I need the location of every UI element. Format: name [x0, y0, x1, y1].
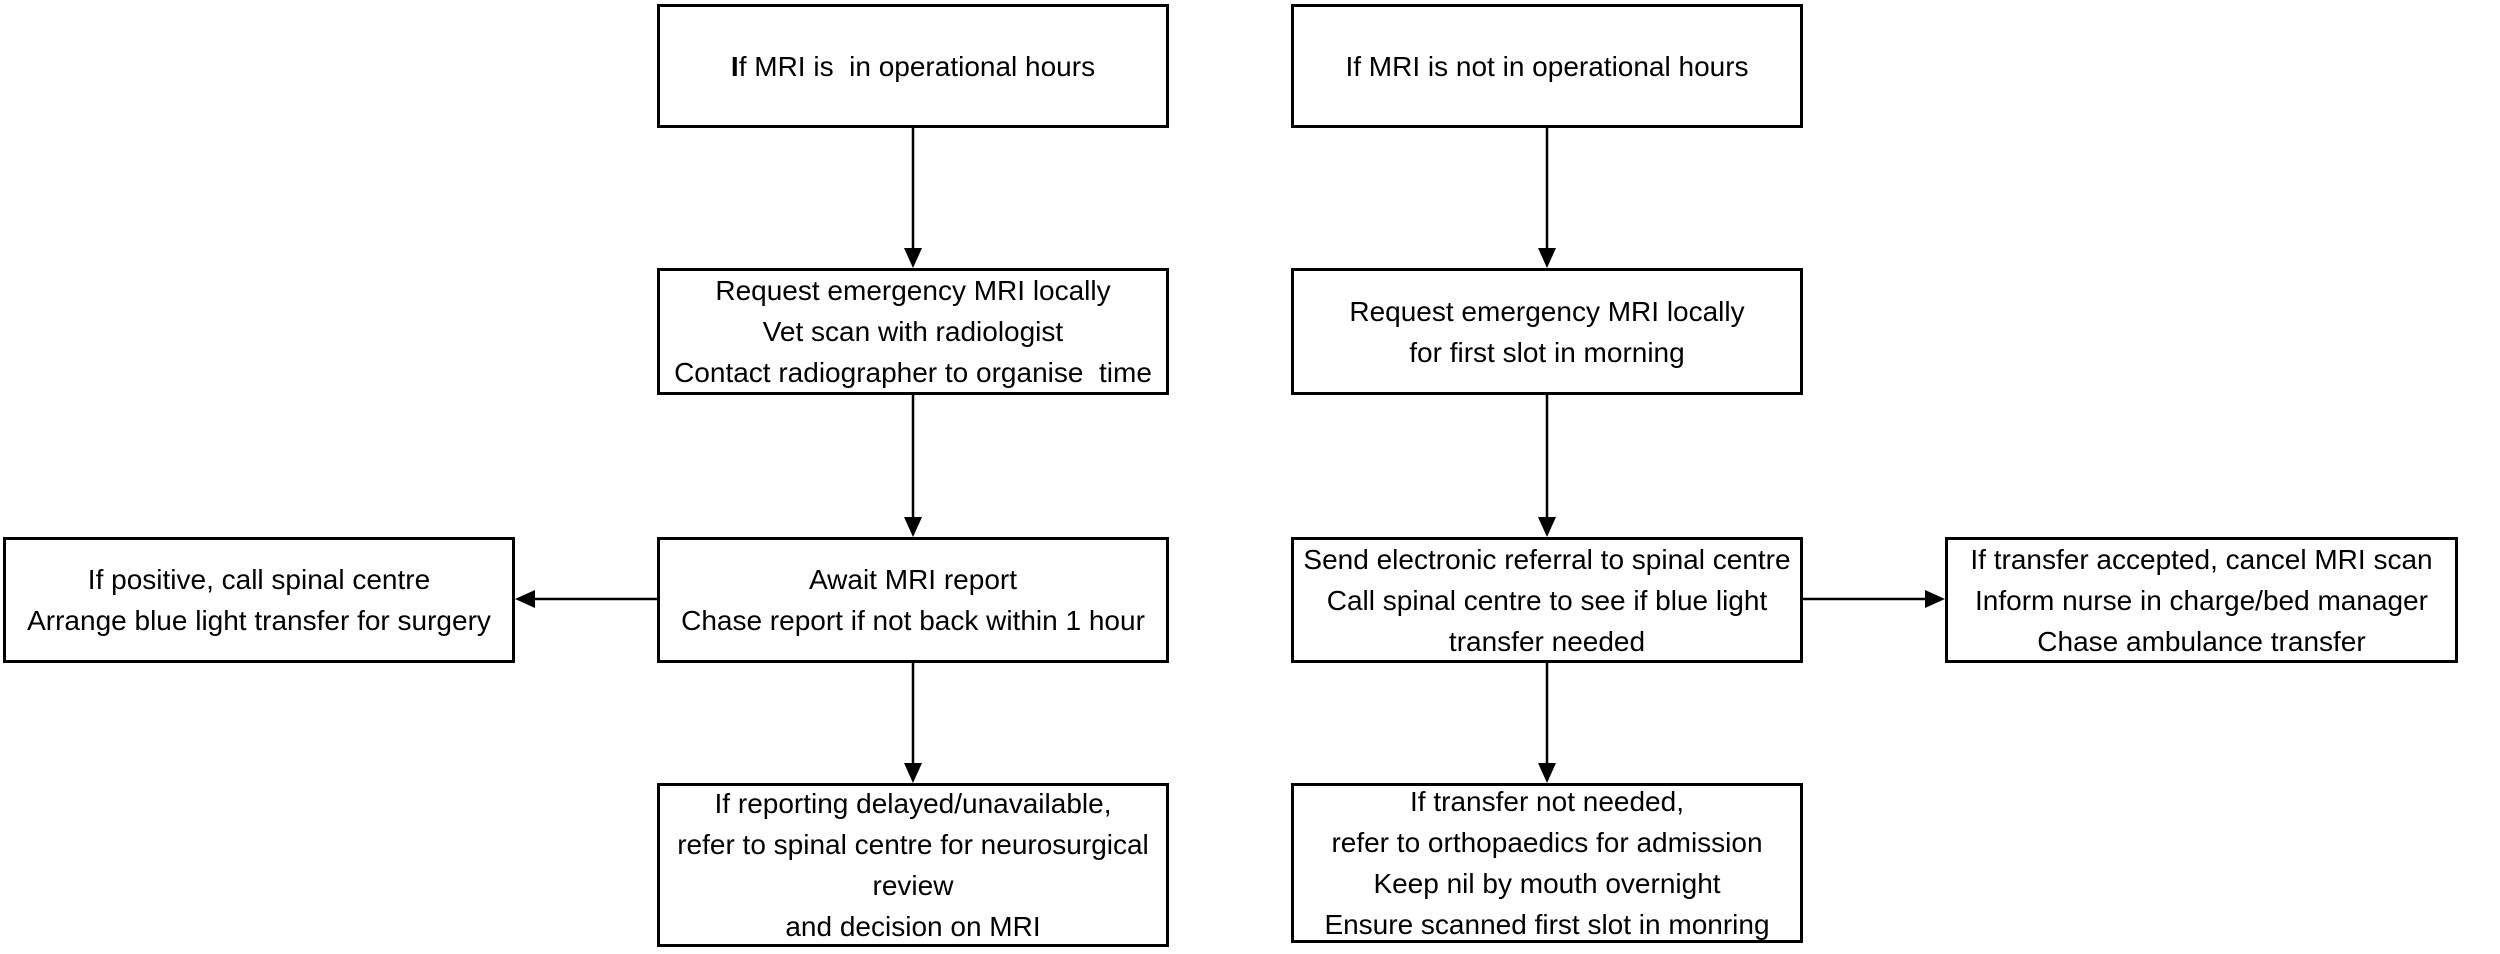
box-text-line: refer to orthopaedics for admission: [1331, 827, 1763, 858]
box-send-electronic-referral: Send electronic referral to spinal centr…: [1291, 537, 1803, 663]
box-text-line: review: [872, 870, 954, 901]
arrow-request-first-slot-to-send-referral: [1538, 395, 1556, 537]
arrow-await-report-to-reporting-delayed: [904, 663, 922, 783]
box-await-mri-report: Await MRI report Chase report if not bac…: [657, 537, 1169, 663]
arrow-not-in-hours-to-request-first-slot: [1538, 128, 1556, 268]
box-text-line: Contact radiographer to organise time: [674, 357, 1152, 388]
box-if-reporting-delayed: If reporting delayed/unavailable, refer …: [657, 783, 1169, 947]
box-text-line: If MRI is not in operational hours: [1345, 50, 1749, 82]
box-text-line: Request emergency MRI locally: [715, 275, 1111, 306]
box-request-mri-first-slot: Request emergency MRI locally for first …: [1291, 268, 1803, 395]
box-if-transfer-not-needed: If transfer not needed, refer to orthopa…: [1291, 783, 1803, 943]
box-text-line: Request emergency MRI locally: [1349, 295, 1745, 327]
box-if-transfer-accepted: If transfer accepted, cancel MRI scan In…: [1945, 537, 2458, 663]
box-text-line: transfer needed: [1448, 625, 1646, 657]
box-text-line: If transfer not needed,: [1410, 786, 1684, 817]
box-text-line: Chase ambulance transfer: [2037, 625, 2366, 657]
box-if-mri-not-in-operational-hours: If MRI is not in operational hours: [1291, 4, 1803, 128]
box-text-line: Await MRI report: [809, 564, 1017, 595]
box-text-line: and decision on MRI: [785, 911, 1041, 942]
box-request-mri-locally: Request emergency MRI locally Vet scan w…: [657, 268, 1169, 395]
box-text-line: Arrange blue light transfer for surgery: [27, 605, 491, 636]
box-text-line: If positive, call spinal centre: [87, 564, 431, 595]
box-if-mri-in-operational-hours: If MRI is in operational hours: [657, 4, 1169, 128]
arrow-in-hours-to-request-locally: [904, 128, 922, 268]
box-text-line: Chase report if not back within 1 hour: [681, 605, 1145, 636]
box-text-line: Call spinal centre to see if blue light: [1326, 584, 1768, 616]
box-text-line: If reporting delayed/unavailable,: [714, 788, 1112, 819]
box-text-line: Keep nil by mouth overnight: [1373, 868, 1721, 899]
box-text-line: for first slot in morning: [1409, 336, 1685, 368]
arrow-await-report-to-if-positive: [515, 590, 657, 608]
box-text-line: refer to spinal centre for neurosurgical: [677, 829, 1149, 860]
box-text-line: Inform nurse in charge/bed manager: [1975, 584, 2428, 616]
arrow-send-referral-to-transfer-accepted: [1803, 590, 1945, 608]
box-text-line: If MRI is in operational hours: [730, 50, 1096, 82]
box-if-positive-call-spinal-centre: If positive, call spinal centre Arrange …: [3, 537, 515, 663]
box-text-line: Send electronic referral to spinal centr…: [1303, 543, 1791, 575]
arrow-send-referral-to-transfer-not-needed: [1538, 663, 1556, 783]
box-text-line: If transfer accepted, cancel MRI scan: [1970, 543, 2433, 575]
arrow-request-locally-to-await-report: [904, 395, 922, 537]
box-text-line: Ensure scanned first slot in monring: [1324, 909, 1770, 940]
box-text-line: Vet scan with radiologist: [762, 316, 1064, 347]
